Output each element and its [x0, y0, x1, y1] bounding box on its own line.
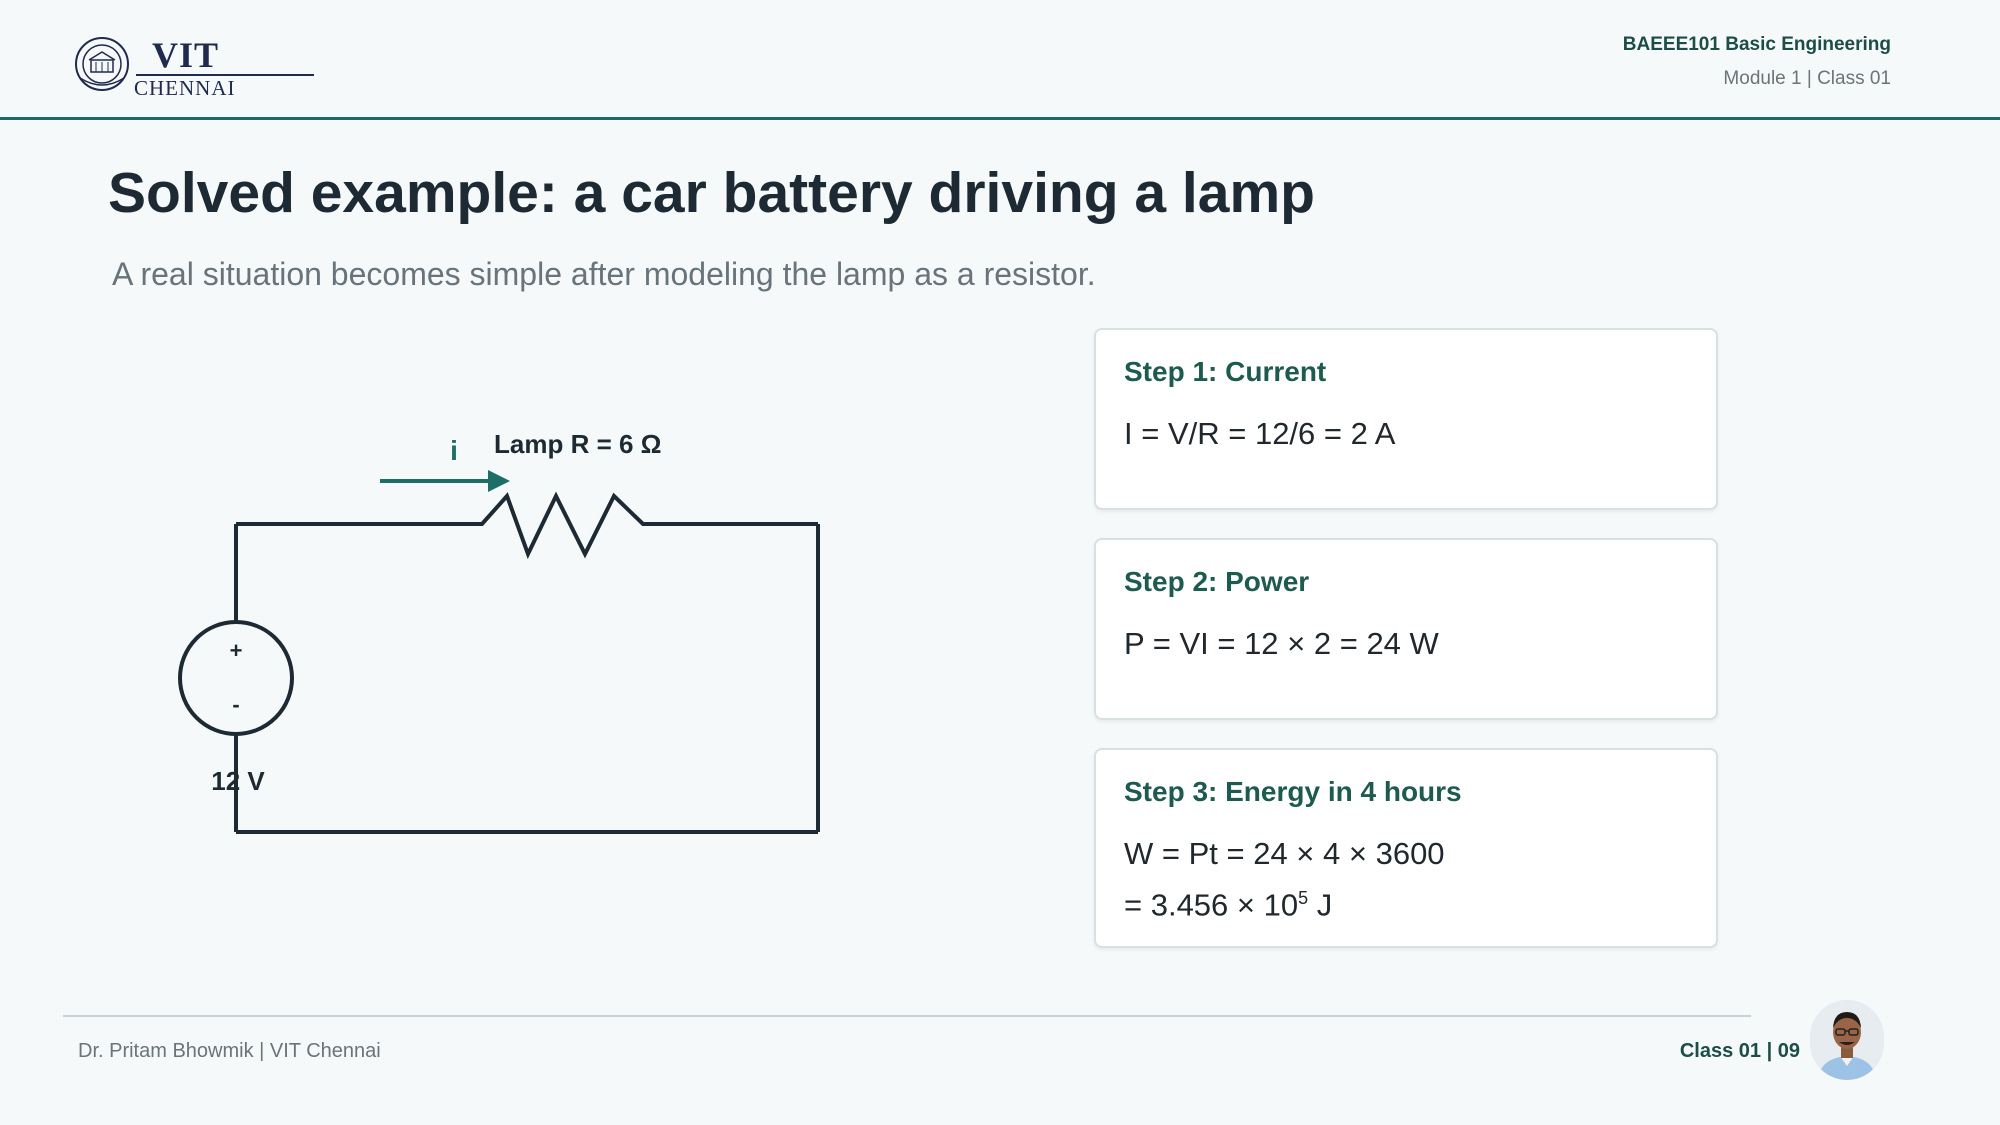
step-equation: P = VI = 12 × 2 = 24 W: [1124, 626, 1439, 661]
circuit-diagram: i Lamp R = 6 Ω + - 12 V: [178, 429, 820, 834]
current-label: i: [450, 435, 458, 466]
presenter-avatar: [1810, 1000, 1884, 1080]
step-title: Step 2: Power: [1124, 566, 1310, 597]
step-title: Step 1: Current: [1124, 356, 1327, 387]
slide-header: VIT CHENNAI BAEEE101 Basic Engineering M…: [0, 0, 2000, 120]
equation-prefix: = 3.456 × 10: [1124, 887, 1299, 923]
equation-exponent: 5: [1298, 888, 1309, 908]
step-equation-line2: = 3.456 × 105 J: [1124, 876, 1688, 927]
source-plus-label: +: [230, 638, 243, 663]
logo-text-chennai: CHENNAI: [134, 76, 236, 100]
slide-subtitle: A real situation becomes simple after mo…: [112, 256, 1096, 292]
step-equation: W = Pt = 24 × 4 × 3600 = 3.456 × 105 J: [1124, 832, 1688, 927]
source-minus-label: -: [232, 692, 239, 717]
step-title: Step 3: Energy in 4 hours: [1124, 776, 1462, 807]
footer-class-page: Class 01 | 09: [1679, 1040, 1800, 1062]
footer-divider: [63, 1015, 1751, 1017]
course-info: BAEEE101 Basic Engineering Module 1 | Cl…: [1623, 34, 1891, 90]
footer-author: Dr. Pritam Bhowmik | VIT Chennai: [78, 1040, 381, 1062]
logo-text-vit: VIT: [152, 35, 220, 75]
lamp-label: Lamp R = 6 Ω: [494, 429, 662, 459]
logo-divider: [136, 74, 314, 76]
vit-seal-icon: [75, 37, 129, 91]
module-class: Module 1 | Class 01: [1723, 68, 1891, 89]
presenter-photo-icon: [1810, 1000, 1884, 1080]
course-code: BAEEE101 Basic Engineering: [1622, 34, 1891, 55]
equation-unit: J: [1308, 887, 1333, 923]
step-card-power: Step 2: Power P = VI = 12 × 2 = 24 W: [1094, 538, 1718, 720]
step-card-current: Step 1: Current I = V/R = 12/6 = 2 A: [1094, 328, 1718, 510]
step-equation-line1: W = Pt = 24 × 4 × 3600: [1124, 836, 1445, 871]
vit-logo: VIT CHENNAI: [74, 34, 314, 100]
slide-title: Solved example: a car battery driving a …: [108, 161, 1315, 225]
voltage-source-symbol: [178, 620, 294, 736]
step-card-energy: Step 3: Energy in 4 hours W = Pt = 24 × …: [1094, 748, 1718, 948]
source-voltage-label: 12 V: [211, 766, 265, 796]
circuit-wires: [178, 491, 820, 834]
resistor-symbol: [462, 491, 718, 560]
current-arrow-icon: [488, 470, 510, 492]
step-equation: I = V/R = 12/6 = 2 A: [1124, 416, 1396, 451]
